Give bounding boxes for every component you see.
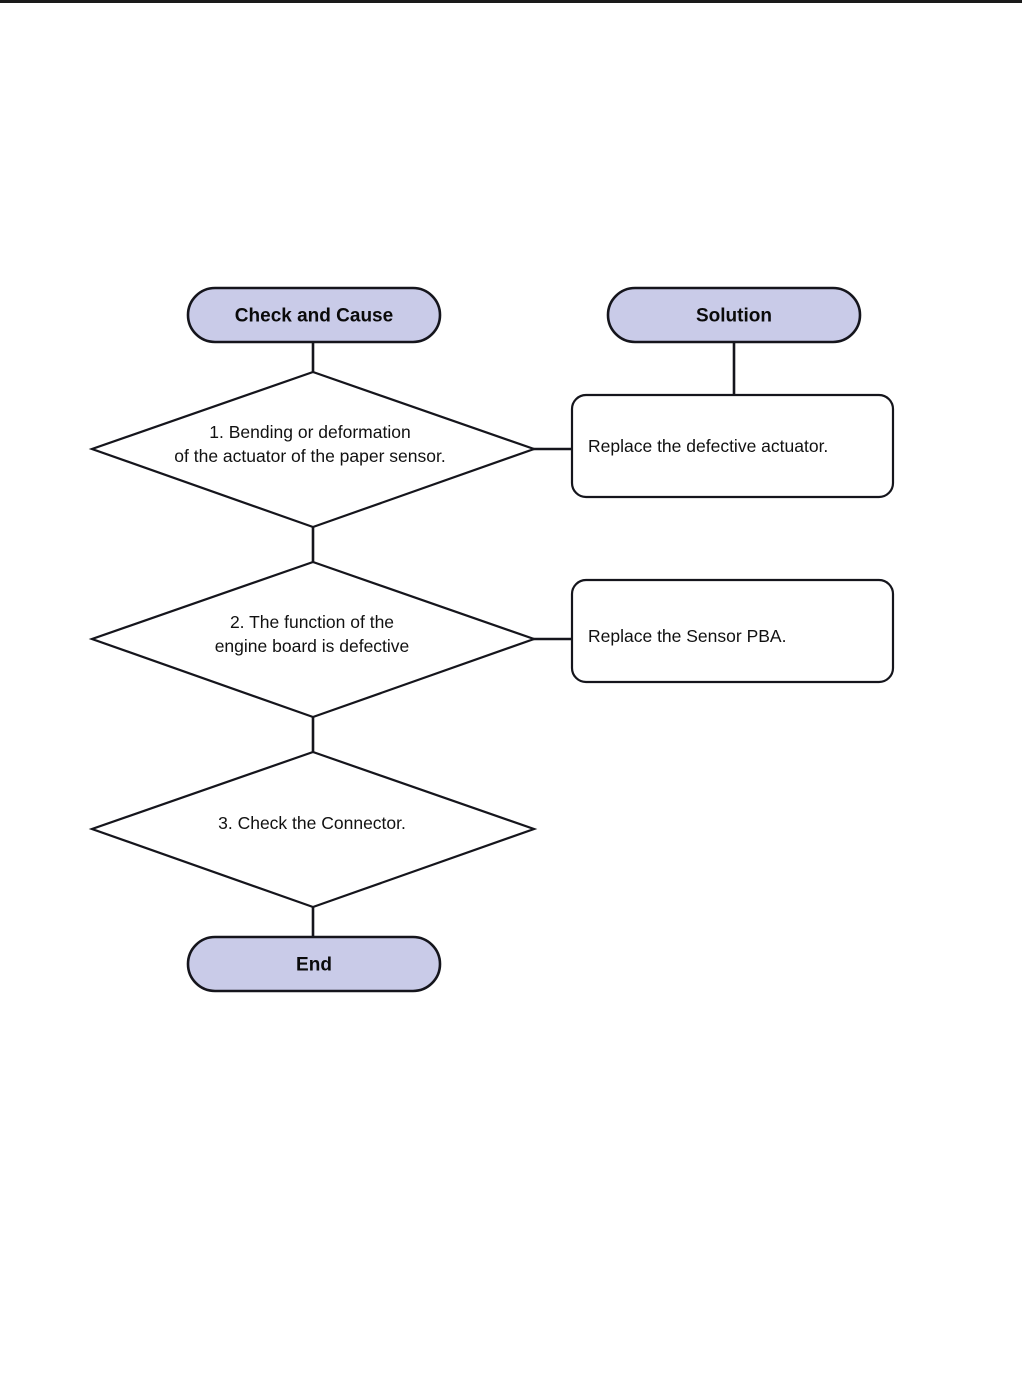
solution-box-1-label: Replace the defective actuator. — [588, 436, 828, 456]
decision-step-3-line-1: 3. Check the Connector. — [218, 813, 406, 833]
decision-step-3-shape — [88, 750, 538, 909]
decision-step-2[interactable]: 2. The function of the engine board is d… — [88, 560, 538, 719]
solution-box-1-shape — [570, 393, 895, 499]
terminal-solution[interactable]: Solution — [606, 286, 862, 344]
decision-step-2-shape — [88, 560, 538, 719]
decision-step-1-line-2: of the actuator of the paper sensor. — [174, 446, 445, 466]
connectors — [311, 342, 736, 939]
decision-step-1-shape — [88, 370, 538, 529]
terminal-end-shape — [186, 935, 442, 993]
solution-box-2[interactable]: Replace the Sensor PBA. — [570, 578, 895, 684]
terminal-check-and-cause[interactable]: Check and Cause — [186, 286, 442, 344]
decision-step-1-line-1: 1. Bending or deformation — [209, 422, 410, 442]
decision-step-2-line-2: engine board is defective — [215, 636, 410, 656]
terminal-end-label: End — [296, 955, 332, 976]
decision-step-3[interactable]: 3. Check the Connector. — [88, 750, 538, 909]
terminal-solution-label: Solution — [696, 306, 772, 327]
decision-step-1[interactable]: 1. Bending or deformation of the actuato… — [88, 370, 538, 529]
terminal-check-and-cause-shape — [186, 286, 442, 344]
solution-box-2-label: Replace the Sensor PBA. — [588, 626, 786, 646]
solution-box-1[interactable]: Replace the defective actuator. — [570, 393, 895, 499]
terminal-check-and-cause-label: Check and Cause — [235, 306, 393, 327]
terminal-end[interactable]: End — [186, 935, 442, 993]
page-top-edge — [0, 0, 1022, 3]
decision-step-2-line-1: 2. The function of the — [230, 612, 394, 632]
solution-box-2-shape — [570, 578, 895, 684]
terminal-solution-shape — [606, 286, 862, 344]
